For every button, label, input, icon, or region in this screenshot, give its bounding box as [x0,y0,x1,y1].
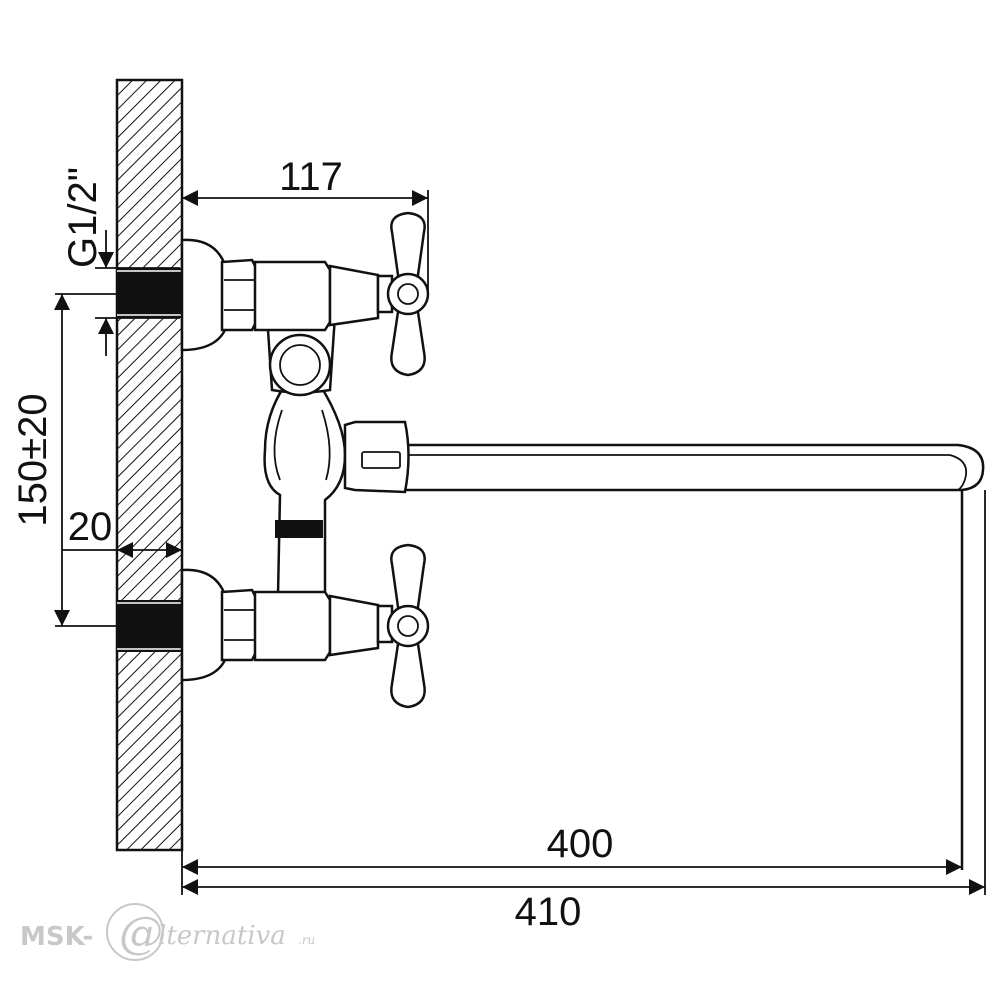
dimension-410: 410 [182,490,986,934]
dimension-spacing-label: 150±20 [11,393,55,526]
spout [403,443,985,870]
watermark-suffix: lternativa [158,921,286,951]
watermark-at: @ [119,908,163,959]
dimension-thread-label: G1/2" [61,167,105,268]
dimension-thread: G1/2" [61,167,180,356]
lower-cross-handle[interactable] [386,543,430,709]
upper-inlet-pipe [117,268,182,318]
dimension-400: 400 [181,822,962,895]
upper-cross-handle[interactable] [386,211,430,377]
mixer-body [263,308,410,597]
wall-section [115,78,184,852]
dimension-20-label: 20 [68,505,113,549]
lower-valve [180,568,394,682]
watermark-logo: MSK- @ lternativa .ru [20,903,315,961]
dimension-117: 117 [181,155,429,290]
dimension-spacing: 150±20 [11,293,117,627]
dimension-410-label: 410 [515,890,582,934]
watermark-tld: .ru [298,933,315,947]
watermark-prefix: MSK- [20,922,93,952]
dimension-117-label: 117 [279,155,343,199]
upper-valve [180,238,394,352]
dimension-20: 20 [62,505,182,559]
lower-inlet-pipe [117,600,182,652]
dimension-400-label: 400 [547,822,614,866]
